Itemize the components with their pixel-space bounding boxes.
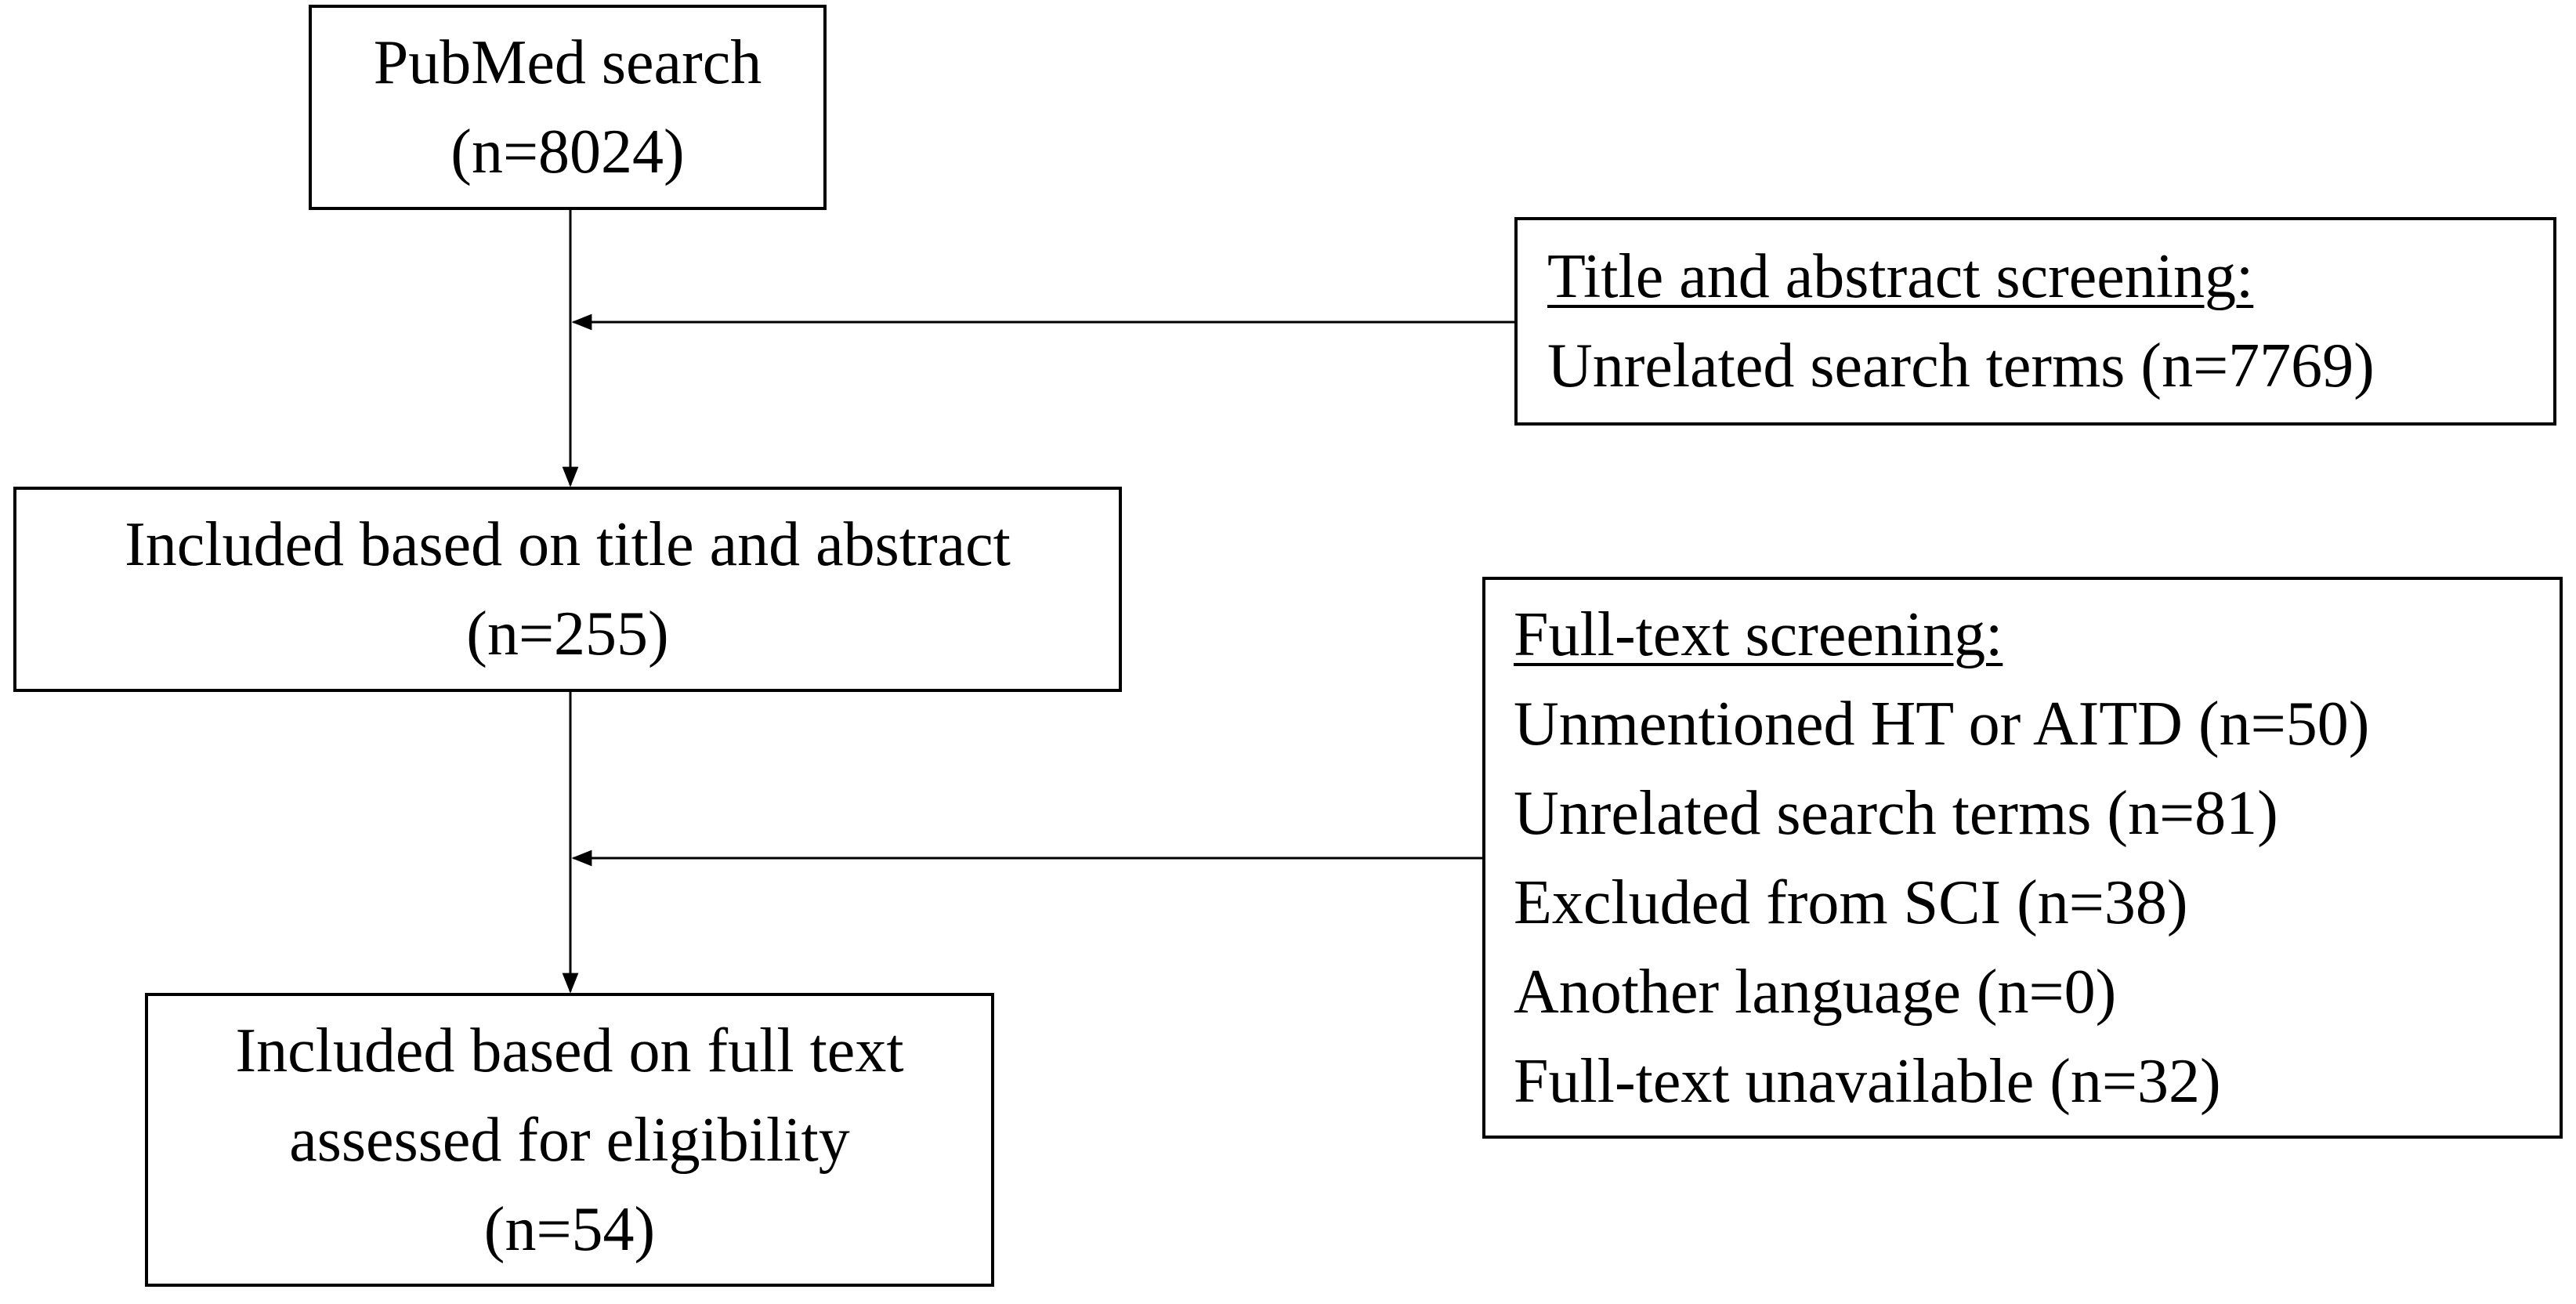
box-text: Included based on full text: [235, 1016, 904, 1085]
exclusion-item: Unmentioned HT or AITD (n=50): [1514, 689, 2370, 759]
box-header: Title and abstract screening:: [1547, 242, 2254, 311]
pubmed-search-box: PubMed search (n=8024): [309, 5, 827, 210]
exclusion-item: Excluded from SCI (n=38): [1514, 868, 2188, 937]
included-fulltext-box: Included based on full text assessed for…: [145, 993, 994, 1287]
included-title-abstract-box: Included based on title and abstract (n=…: [13, 487, 1122, 692]
box-count: (n=8024): [450, 118, 685, 187]
fulltext-screening-box: Full-text screening: Unmentioned HT or A…: [1482, 577, 2563, 1139]
exclusion-item: Unrelated search terms (n=81): [1514, 778, 2278, 848]
title-abstract-screening-box: Title and abstract screening: Unrelated …: [1514, 217, 2556, 426]
exclusion-item: Unrelated search terms (n=7769): [1547, 331, 2375, 400]
box-count: (n=54): [483, 1194, 656, 1264]
box-text: Included based on title and abstract: [125, 510, 1011, 579]
box-header: Full-text screening:: [1514, 599, 2003, 669]
exclusion-item: Another language (n=0): [1514, 957, 2117, 1027]
box-text: PubMed search: [373, 28, 762, 97]
box-text: assessed for eligibility: [289, 1105, 850, 1175]
exclusion-item: Full-text unavailable (n=32): [1514, 1046, 2221, 1116]
box-count: (n=255): [466, 599, 669, 668]
